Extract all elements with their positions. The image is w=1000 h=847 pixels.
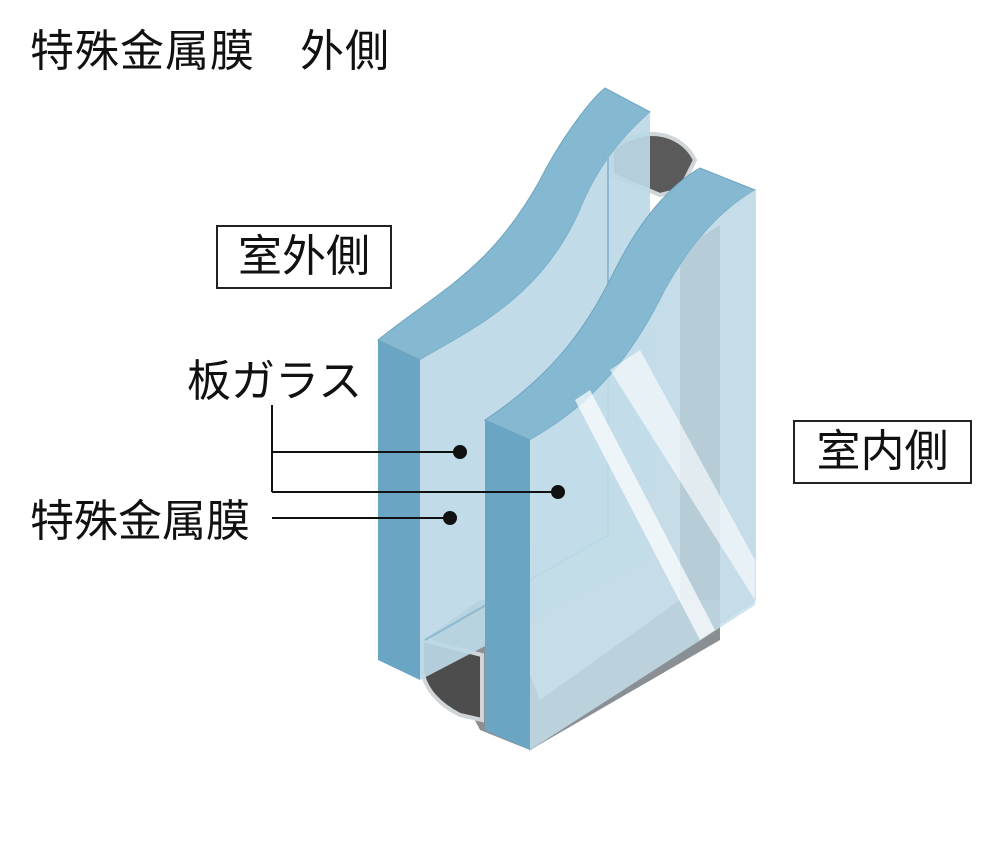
outdoor-pane-edge	[378, 340, 420, 680]
reflection-streak-2	[610, 350, 755, 600]
outdoor-side-label: 室外側	[216, 225, 392, 289]
indoor-pane-edge	[485, 420, 530, 750]
callout-dot-outdoor-glass	[453, 445, 467, 459]
reflection-streak-1	[575, 390, 715, 640]
callout-dot-indoor-glass	[551, 485, 565, 499]
callout-dot-film	[443, 511, 457, 525]
glass-pane-label: 板ガラス	[187, 356, 363, 407]
page-title: 特殊金属膜 外側	[30, 26, 390, 77]
callout-lines	[271, 405, 565, 525]
metal-film-label: 特殊金属膜	[30, 496, 250, 547]
indoor-side-label: 室内側	[793, 420, 972, 484]
